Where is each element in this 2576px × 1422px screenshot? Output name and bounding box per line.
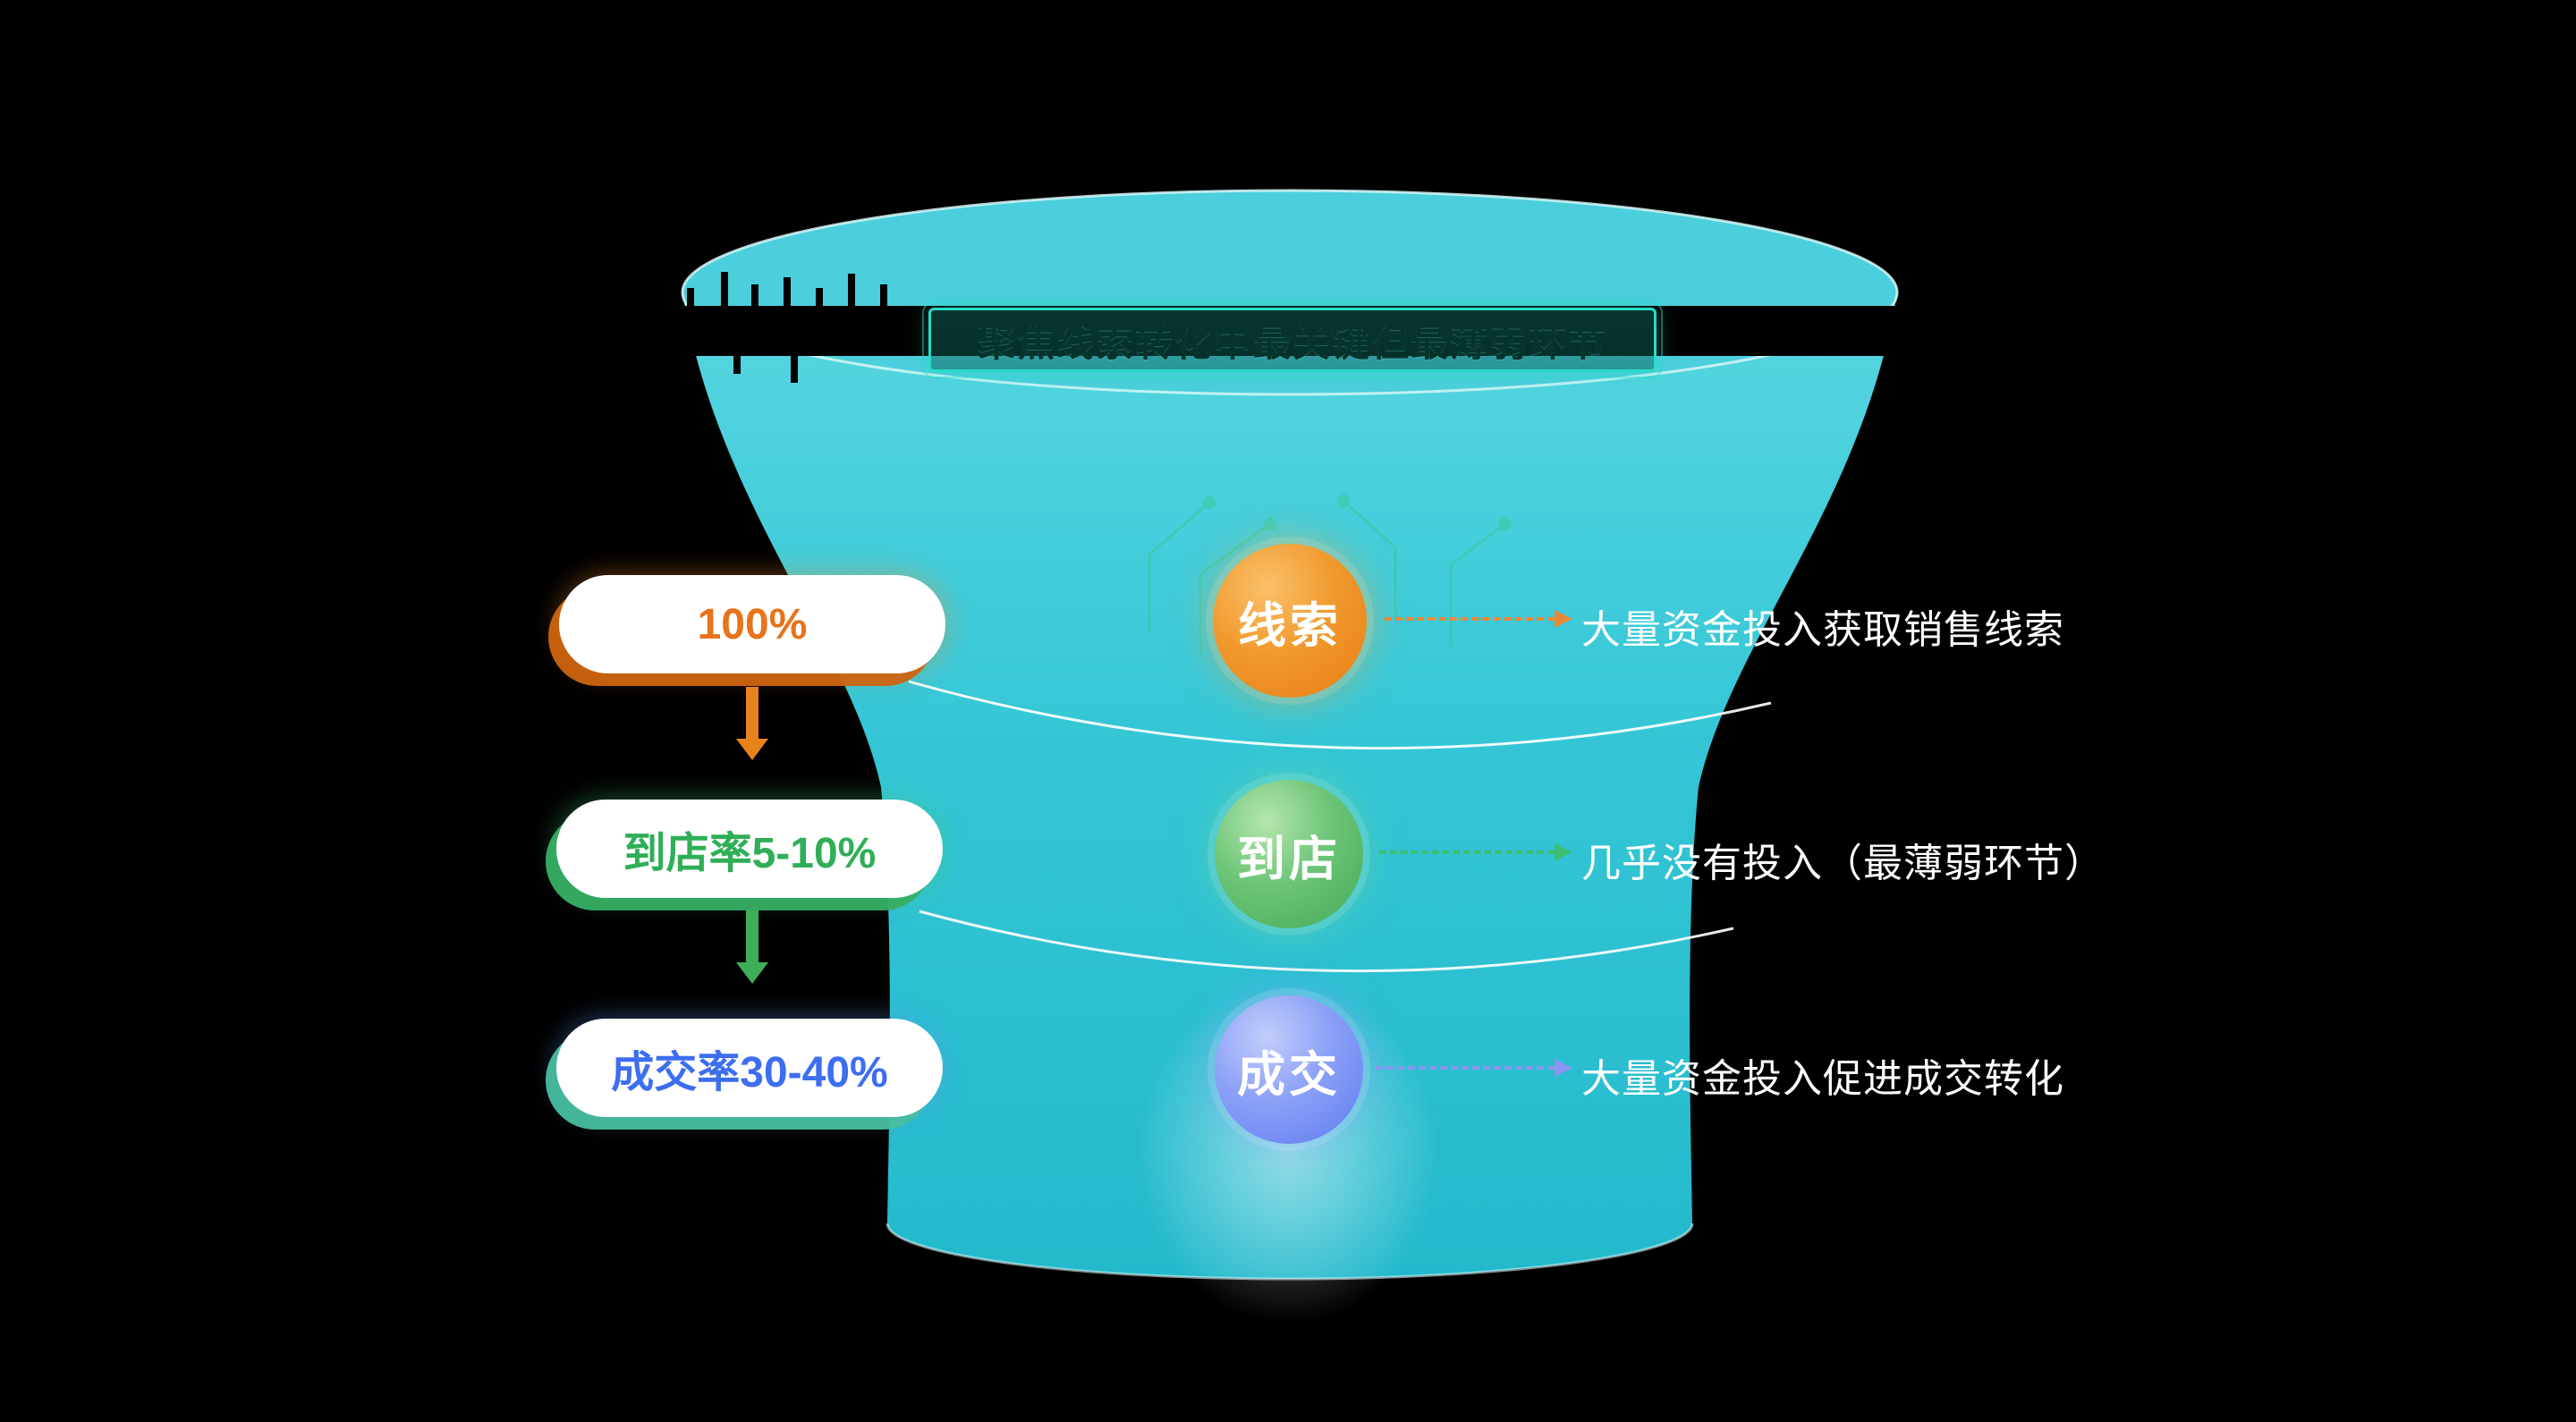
dashed-arrow-icon: [1376, 1059, 1572, 1077]
stage-circle-visit-label: 到店: [1237, 832, 1341, 886]
bottom-glow: [1136, 984, 1440, 1324]
dashed-arrow-icon: [1385, 610, 1572, 628]
annotation-leads: 大量资金投入获取销售线索: [1581, 608, 2064, 652]
stage-circle-deal-label: 成交: [1237, 1047, 1341, 1102]
down-arrow-icon: [736, 910, 768, 984]
title-badge: 聚焦线索转化中最关键但最薄弱环节: [922, 301, 1663, 378]
dashed-arrow-icon: [1379, 843, 1572, 861]
metric-pill-deal: 成交率30-40%: [556, 1019, 943, 1117]
annotation-visit: 几乎没有投入（最薄弱环节）: [1581, 842, 2105, 885]
metric-pill-visit: 到店率5-10%: [556, 800, 943, 898]
metric-pill-deal-label: 成交率30-40%: [611, 1049, 888, 1096]
funnel-separator-arc-2: [919, 910, 1734, 973]
circuit-decoration: [1148, 494, 1512, 655]
stage-circle-leads: 线索: [1213, 544, 1367, 698]
stage-circle-deal: 成交: [1215, 995, 1363, 1144]
metric-pill-leads-label: 100%: [697, 600, 808, 648]
down-arrow-shaft: [746, 687, 758, 739]
title-text: 聚焦线索转化中最关键但最薄弱环节: [977, 321, 1607, 364]
stage-circle-leads-label: 线索: [1238, 598, 1342, 653]
down-arrow-head: [736, 962, 768, 984]
metric-pill-visit-label: 到店率5-10%: [623, 830, 877, 877]
metric-pill-leads: 100%: [559, 575, 945, 673]
funnel-separator-arc-1: [908, 680, 1772, 750]
stage-circle-visit: 到店: [1215, 780, 1363, 928]
down-arrow-icon: [736, 687, 768, 760]
down-arrow-shaft: [746, 910, 758, 962]
down-arrow-head: [736, 739, 768, 760]
annotation-deal: 大量资金投入促进成交转化: [1581, 1057, 2064, 1101]
